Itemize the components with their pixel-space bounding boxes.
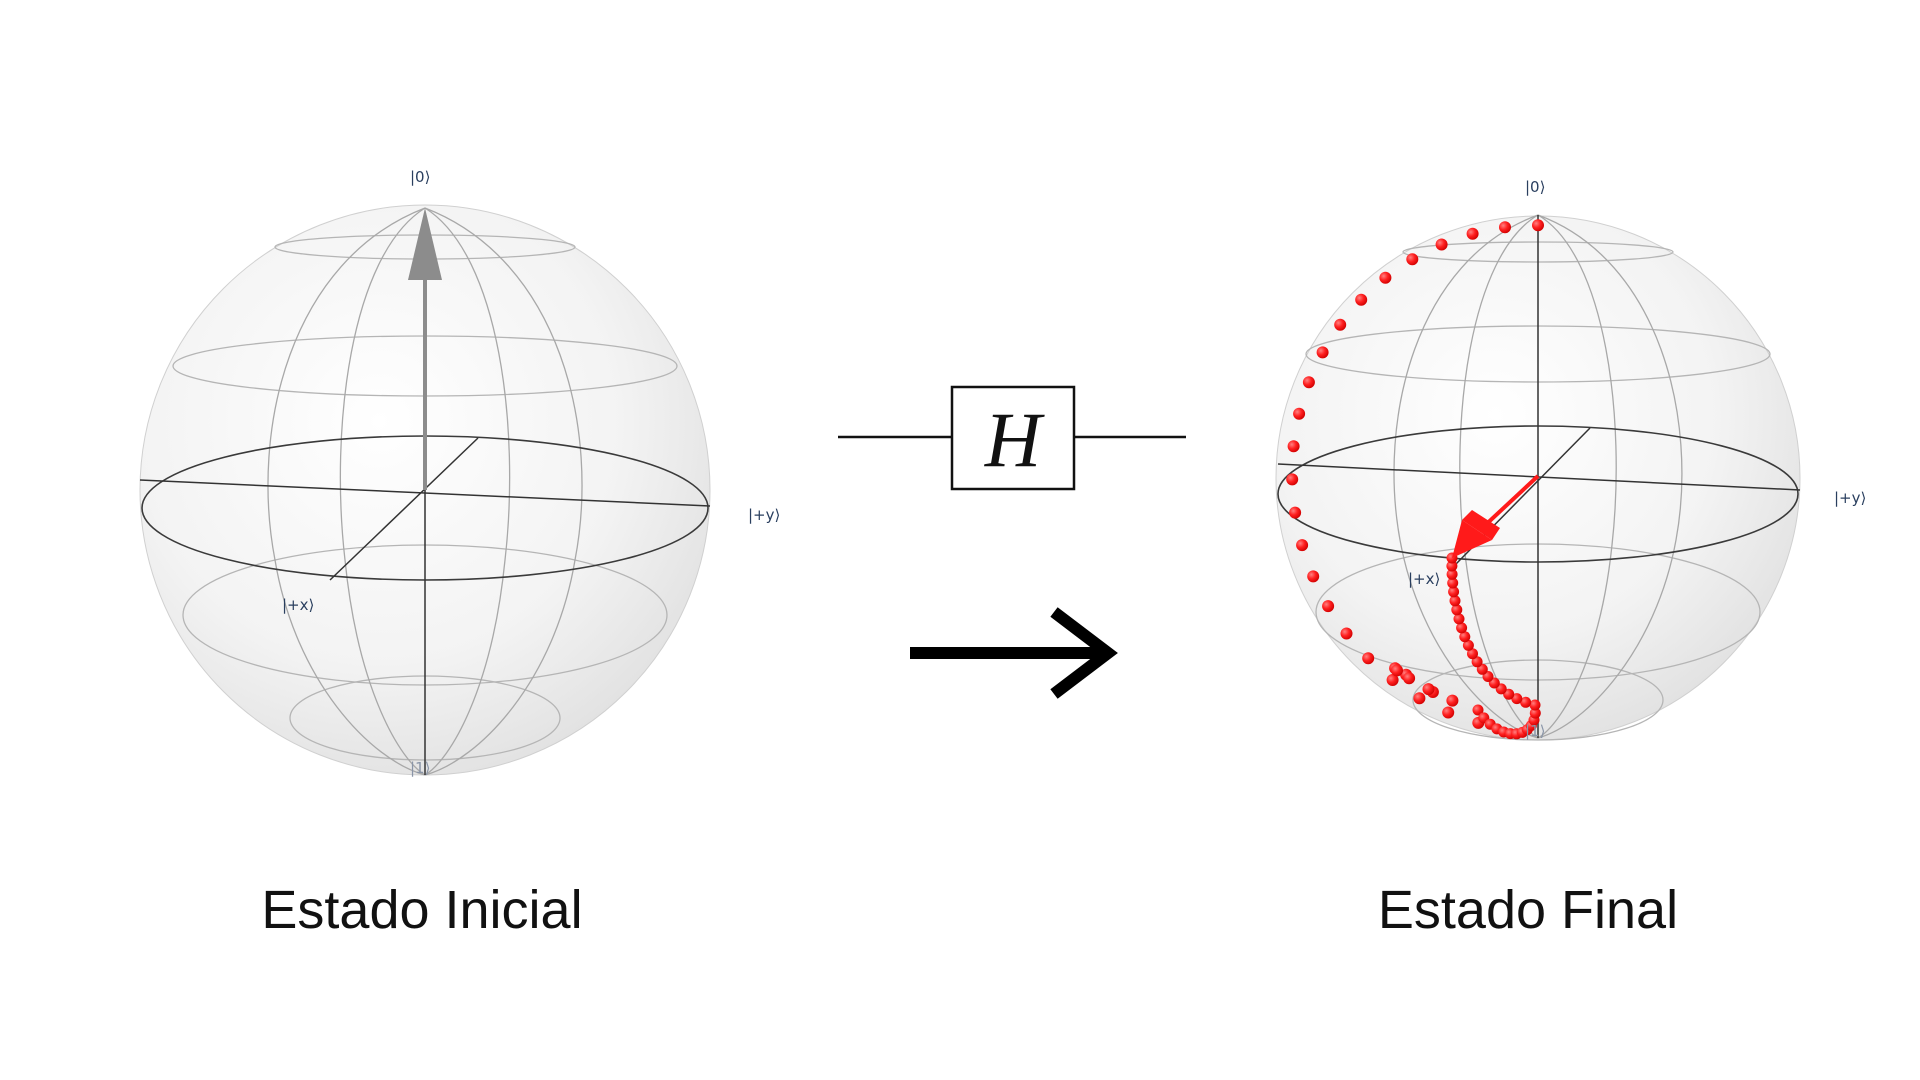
trajectory-point [1453,613,1465,625]
label-zero: |0⟩ [410,168,430,186]
longitude-lines [1393,214,1683,739]
label-one: |1⟩ [410,759,430,777]
trajectory-point [1296,539,1309,552]
trajectory-point [1451,604,1463,616]
label-zero: |0⟩ [1525,178,1545,196]
trajectory-point [1287,440,1300,453]
trajectory-point [1403,672,1416,685]
bloch-sphere-initial: |0⟩ |1⟩ |+x⟩ |+y⟩ [139,168,780,777]
trajectory-point [1532,219,1544,232]
trajectory-point [1529,707,1541,719]
label-plus-y: |+y⟩ [748,506,780,524]
trajectory-point [1446,568,1458,580]
gate-letter: H [984,396,1045,483]
trajectory-point [1340,627,1353,640]
trajectory-point [1307,570,1320,583]
label-plus-x: |+x⟩ [1408,570,1440,588]
trajectory-point [1466,227,1479,240]
trajectory-point [1467,648,1478,660]
caption-initial: Estado Inicial [261,880,582,940]
trajectory-point [1520,696,1532,708]
trajectory-point [1334,318,1347,331]
trajectory-point [1379,271,1392,284]
axes [139,437,711,775]
longitude-lines [267,207,583,776]
trajectory-point [1456,622,1468,634]
trajectory-point [1449,595,1461,607]
trajectory-point [1448,586,1460,598]
trajectory-point [1302,376,1315,389]
trajectory-point [1472,704,1484,716]
trajectory-point [1316,346,1329,359]
state-vector-final [1452,474,1540,558]
trajectory-point [1286,473,1299,486]
trajectory-point [1391,664,1403,677]
trajectory-point [1386,674,1399,686]
state-vector-initial [408,208,442,490]
trajectory-point [1442,706,1455,719]
caption-final: Estado Final [1378,880,1678,940]
label-plus-y: |+y⟩ [1834,489,1866,507]
right-arrow-icon [910,607,1118,699]
trajectory-point [1413,692,1426,705]
label-one: |1⟩ [1525,722,1545,740]
trajectory-point [1322,600,1335,613]
hadamard-gate: H [838,385,1186,491]
label-plus-x: |+x⟩ [282,596,314,614]
trajectory-point [1293,407,1306,420]
trajectory-point [1289,506,1302,519]
trajectory-point [1362,652,1375,665]
trajectory-point [1446,560,1458,572]
trajectory-point [1471,656,1483,668]
trajectory-point [1459,631,1471,643]
trajectory-point [1462,639,1474,651]
trajectory-point [1422,683,1435,696]
trajectory-point [1511,693,1523,705]
trajectory-point [1406,253,1419,266]
trajectory-point [1435,238,1448,251]
trajectory-point [1447,577,1459,589]
trajectory-point [1355,293,1368,306]
trajectory [1286,219,1544,740]
trajectory-point [1499,221,1511,234]
trajectory-point [1446,694,1459,707]
trajectory-point [1529,699,1541,711]
bloch-sphere-final: |0⟩ |1⟩ |+x⟩ |+y⟩ [1275,178,1866,741]
